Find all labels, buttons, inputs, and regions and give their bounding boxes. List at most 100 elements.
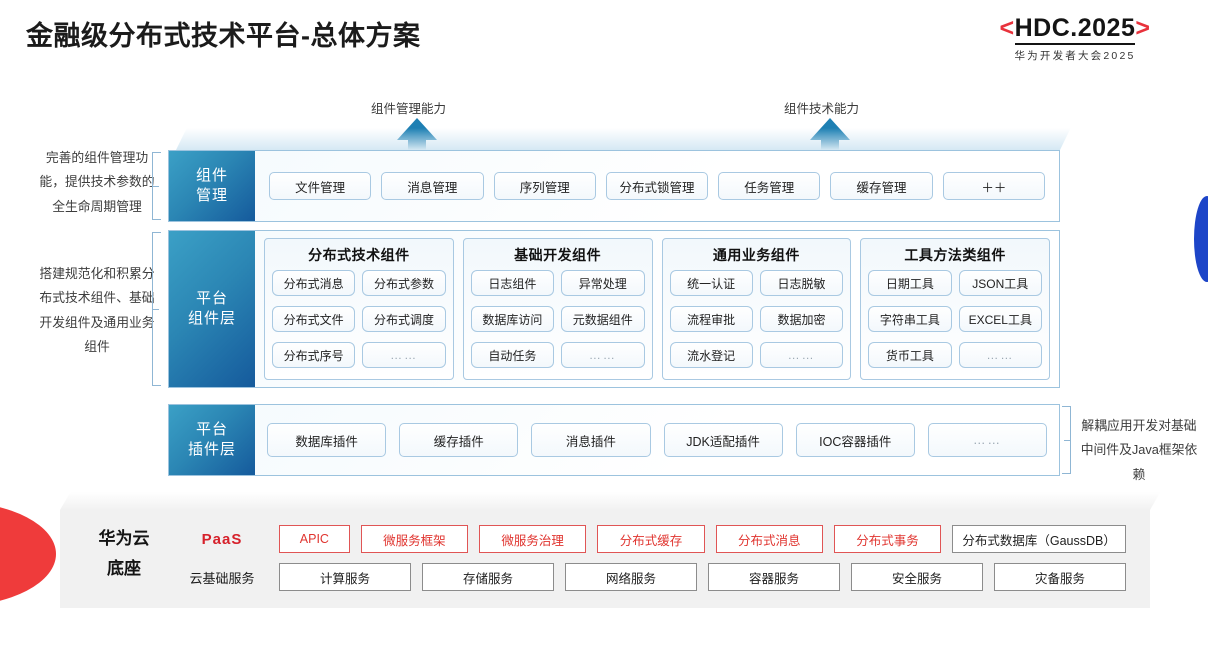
layer-label-line-2: 组件层: [187, 310, 236, 327]
annotation-left-components: 搭建规范化和积累分布式技术组件、基础开发组件及通用业务组件: [39, 266, 155, 354]
brace-management: [152, 152, 161, 220]
plugin-chip[interactable]: 数据库插件: [267, 423, 387, 457]
component-chip[interactable]: 日期工具: [868, 270, 952, 296]
brace-components: [152, 232, 161, 386]
base-row-label: PaaS: [201, 530, 243, 548]
layer-label-platform-plugin: 平台 插件层: [169, 405, 255, 475]
base-service-box[interactable]: 灾备服务: [994, 563, 1126, 591]
layer-platform-plugin: 平台 插件层 数据库插件缓存插件消息插件 JDK适配插件 IOC容器插件 ……: [168, 404, 1060, 476]
component-chip[interactable]: ……: [561, 342, 645, 368]
component-chip[interactable]: 分布式消息: [272, 270, 356, 296]
component-groups: 分布式技术组件分布式消息分布式参数分布式文件分布式调度分布式序号……基础开发组件…: [255, 231, 1059, 387]
plugin-chip[interactable]: IOC容器插件: [795, 423, 915, 457]
component-chip[interactable]: JSON工具: [958, 270, 1042, 296]
component-group-title: 工具方法类组件: [904, 247, 1006, 263]
component-chip[interactable]: 异常处理: [561, 270, 645, 296]
angle-bracket-left-icon: <: [999, 14, 1015, 42]
management-chip[interactable]: 消息管理: [381, 172, 484, 200]
plugin-items: 数据库插件缓存插件消息插件 JDK适配插件 IOC容器插件 ……: [255, 405, 1059, 475]
base-row: PaaS APIC 微服务框架微服务治理分布式缓存分布式消息分布式事务分布式数据库（…: [176, 524, 1126, 554]
component-chip[interactable]: 流程审批: [669, 306, 753, 332]
base-service-box[interactable]: 分布式数据库（GaussDB）: [952, 525, 1126, 553]
component-chip[interactable]: 元数据组件: [561, 306, 645, 332]
arrow-label-component-management: 组件管理能力: [371, 102, 447, 116]
base-service-box[interactable]: 微服务框架: [360, 525, 469, 553]
component-chip[interactable]: 自动任务: [470, 342, 555, 368]
hdc-logo-main: <HDC.2025>: [960, 14, 1190, 45]
component-chip[interactable]: 日志脱敏: [759, 270, 844, 296]
base-service-box[interactable]: 分布式事务: [833, 525, 942, 553]
base-service-box[interactable]: 容器服务: [708, 563, 840, 591]
base-service-box[interactable]: 计算服务: [279, 563, 411, 591]
management-chip[interactable]: 分布式锁管理: [605, 172, 709, 200]
component-chip[interactable]: 流水登记: [669, 342, 753, 368]
component-chip[interactable]: 分布式参数: [362, 270, 446, 296]
layer-label-platform-component: 平台 组件层: [169, 231, 255, 387]
component-chip[interactable]: 分布式文件: [272, 306, 356, 332]
base-service-box[interactable]: 存储服务: [422, 563, 554, 591]
base-panel-top-shade: [60, 492, 1161, 510]
component-chip[interactable]: 数据库访问: [470, 306, 555, 332]
base-title: 华为云 底座: [76, 524, 172, 584]
layer-platform-component: 平台 组件层 分布式技术组件分布式消息分布式参数分布式文件分布式调度分布式序号……: [168, 230, 1060, 388]
base-service-box[interactable]: 微服务治理: [479, 525, 587, 553]
component-group-title: 分布式技术组件: [308, 247, 410, 263]
layer-label-line-2: 管理: [195, 187, 228, 204]
component-chip[interactable]: 分布式调度: [362, 306, 446, 332]
base-row-label: 云基础服务: [189, 570, 255, 586]
management-chip[interactable]: 缓存管理: [830, 172, 933, 200]
plugin-chip[interactable]: 消息插件: [531, 423, 651, 457]
base-service-box[interactable]: 分布式缓存: [597, 525, 705, 553]
component-chip[interactable]: 日志组件: [470, 270, 555, 296]
layer-label-component-management: 组件 管理: [169, 151, 255, 221]
hdc-logo-text: HDC.2025: [1014, 14, 1136, 45]
management-items: 文件管理消息管理序列管理分布式锁管理任务管理缓存管理 ＋＋: [255, 151, 1059, 221]
base-rows: PaaS APIC 微服务框架微服务治理分布式缓存分布式消息分布式事务分布式数据库（…: [176, 524, 1126, 600]
management-chip[interactable]: 任务管理: [718, 172, 821, 200]
base-title-line-2: 底座: [107, 558, 141, 578]
blue-lens-decoration: [1194, 196, 1208, 282]
component-chip[interactable]: EXCEL工具: [958, 306, 1042, 332]
component-group-grid: 分布式消息分布式参数分布式文件分布式调度分布式序号……: [272, 270, 446, 373]
component-group: 分布式技术组件分布式消息分布式参数分布式文件分布式调度分布式序号……: [264, 238, 454, 380]
base-service-box[interactable]: 分布式消息: [715, 525, 823, 553]
component-chip[interactable]: ……: [759, 342, 844, 368]
plugin-chip[interactable]: JDK适配插件: [663, 423, 783, 457]
base-row: 云基础服务 计算服务存储服务网络服务容器服务安全服务灾备服务: [176, 562, 1126, 592]
annotation-left-management: 完善的组件管理功能，提供技术参数的全生命周期管理: [39, 150, 155, 214]
base-service-box[interactable]: 安全服务: [851, 563, 983, 591]
page-title: 金融级分布式技术平台-总体方案: [26, 21, 421, 51]
component-group: 通用业务组件统一认证日志脱敏流程审批数据加密流水登记……: [661, 238, 852, 380]
hdc-logo: <HDC.2025> 华为开发者大会2025: [960, 14, 1190, 63]
layer-component-management: 组件 管理 文件管理消息管理序列管理分布式锁管理任务管理缓存管理 ＋＋: [168, 150, 1060, 222]
component-chip[interactable]: 货币工具: [868, 342, 952, 368]
management-chip[interactable]: ＋＋: [942, 172, 1045, 200]
management-chip[interactable]: 文件管理: [269, 172, 372, 200]
component-chip[interactable]: 分布式序号: [272, 342, 356, 368]
brace-plugin: [1062, 406, 1071, 474]
component-chip[interactable]: 字符串工具: [868, 306, 952, 332]
plugin-chip[interactable]: 缓存插件: [399, 423, 519, 457]
component-chip[interactable]: 数据加密: [759, 306, 844, 332]
hdc-logo-subtitle: 华为开发者大会2025: [1014, 50, 1136, 62]
base-service-box[interactable]: APIC: [279, 525, 350, 553]
base-title-line-1: 华为云: [98, 529, 150, 548]
component-group-grid: 统一认证日志脱敏流程审批数据加密流水登记……: [669, 270, 844, 373]
component-chip[interactable]: ……: [362, 342, 446, 368]
component-chip[interactable]: ……: [958, 342, 1042, 368]
management-chip[interactable]: 序列管理: [493, 172, 596, 200]
base-service-box[interactable]: 网络服务: [565, 563, 697, 591]
red-wedge-decoration: [0, 502, 56, 606]
annotation-right-decoupling: 解耦应用开发对基础中间件及Java框架依赖: [1080, 418, 1198, 482]
layer-label-line-1: 平台: [195, 289, 228, 307]
component-chip[interactable]: 统一认证: [669, 270, 753, 296]
angle-bracket-right-icon: >: [1135, 14, 1151, 42]
plugin-chip[interactable]: ……: [927, 423, 1048, 457]
arrow-label-component-technology: 组件技术能力: [784, 102, 860, 116]
layer-label-line-1: 平台: [195, 420, 228, 438]
top-gradient-band: [176, 128, 1071, 150]
component-group: 基础开发组件日志组件异常处理数据库访问元数据组件自动任务……: [462, 238, 653, 380]
